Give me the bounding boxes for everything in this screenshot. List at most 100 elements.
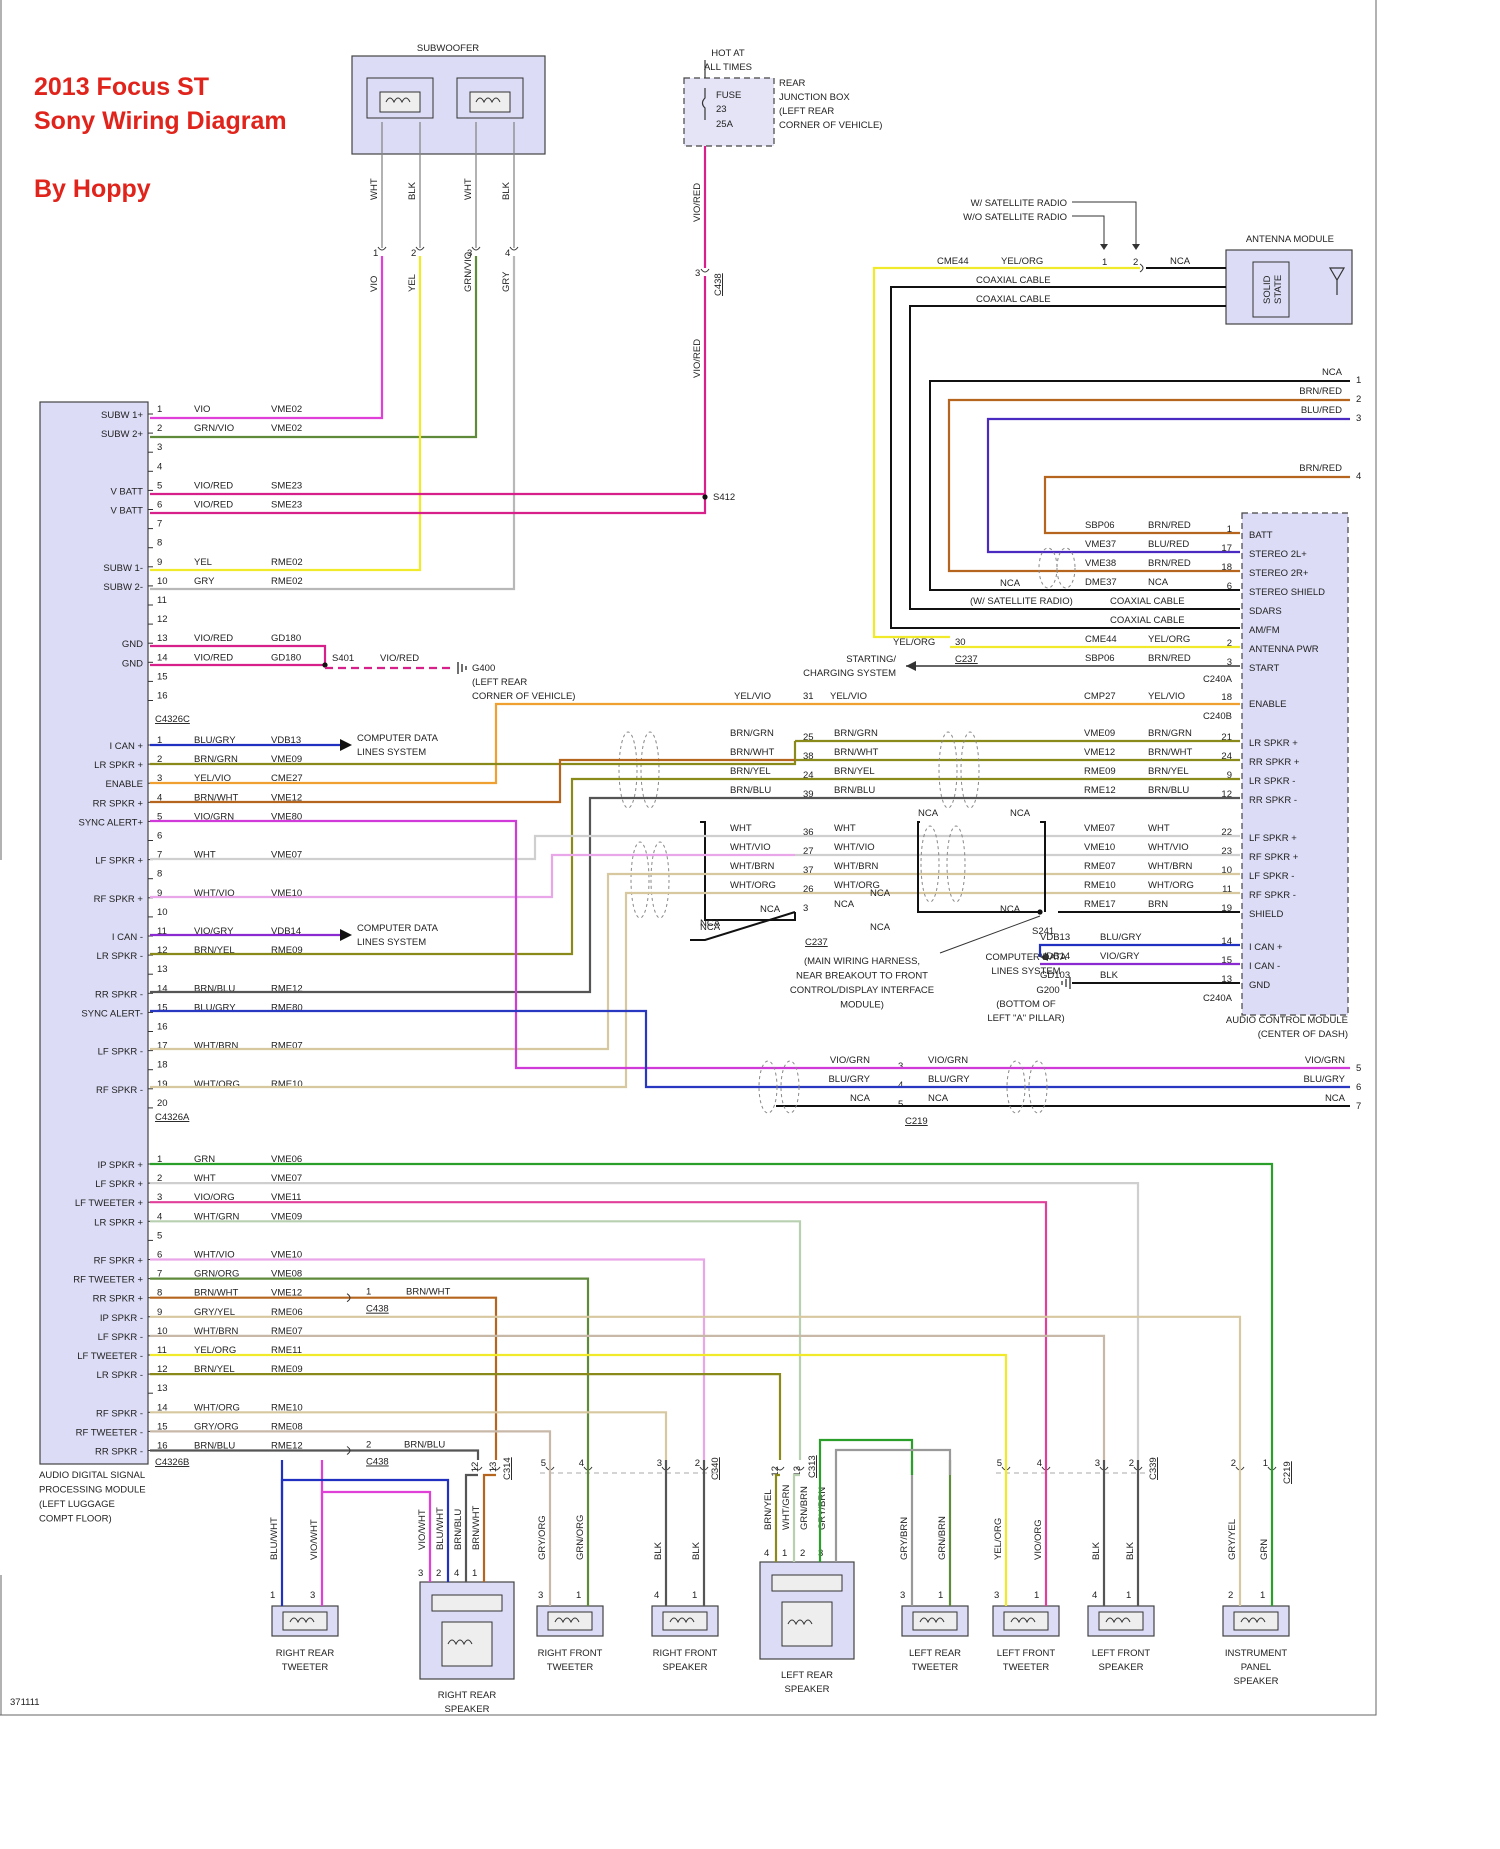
speaker-name: RIGHT FRONT: [538, 1648, 603, 1659]
c219-far-pin: 5: [1356, 1063, 1361, 1074]
twisted-pair-mark: [630, 841, 650, 919]
acm-speaker-color: WHT: [1148, 823, 1170, 834]
c4326c-pin-number: 13: [157, 633, 168, 644]
c4326c-pin-number: 1: [157, 404, 162, 415]
c219-pin: 4: [898, 1080, 903, 1091]
acm-ican-label: I CAN +: [1249, 942, 1283, 953]
antenna-circuit: CME44: [937, 256, 969, 267]
subwoofer-label: SUBWOOFER: [417, 43, 479, 54]
acm-pin-number: 2: [1227, 638, 1232, 649]
big-speaker-wire-color: BLU/WHT: [435, 1507, 446, 1550]
c4326a-pin-label: LF SPKR +: [95, 856, 143, 867]
wire-coax-2: [909, 305, 1240, 610]
c4326b-wire-color: GRN/ORG: [194, 1269, 239, 1280]
c4326b-pin-label: IP SPKR +: [97, 1160, 143, 1171]
speaker-pin: 4: [1092, 1590, 1097, 1601]
dsp-module-name: PROCESSING MODULE: [39, 1485, 146, 1496]
wire-rr-spkr-minus: [150, 796, 795, 994]
twisted-pair-mark: [960, 731, 980, 809]
speaker-name: SPEAKER: [1099, 1662, 1144, 1673]
c313-pin: 12: [770, 1466, 781, 1477]
c4326b-wire-color: YEL/ORG: [194, 1345, 236, 1356]
c240a-label-top: C240A: [1203, 674, 1233, 685]
fuse-label: FUSE: [716, 90, 741, 101]
c4326a-pin-label: LR SPKR -: [97, 951, 143, 962]
acm-wire-color: YEL/ORG: [1148, 634, 1190, 645]
speaker-name: PANEL: [1241, 1662, 1271, 1673]
with-satellite-label: W/ SATELLITE RADIO: [971, 198, 1067, 209]
speaker-pin: 1: [938, 1590, 943, 1601]
twisted-pair-mark: [640, 731, 660, 809]
c4326b-pin-number: 2: [157, 1173, 162, 1184]
c4326a-circuit: VME80: [271, 811, 302, 822]
audio-control-module-box: [1241, 512, 1349, 1016]
dsp-cdl-label-1: LINES SYSTEM: [357, 747, 426, 758]
acm-speaker-pin: 19: [1221, 903, 1232, 914]
c313-label: C313: [807, 1455, 818, 1478]
c237-speaker-color: BRN/YEL: [834, 766, 875, 777]
c314-label: C314: [502, 1457, 513, 1480]
c4326b-pin-number: 6: [157, 1250, 162, 1261]
speaker-pin: 3: [900, 1590, 905, 1601]
c4326c-pin-number: 16: [157, 691, 168, 702]
c4326a-circuit: VDB13: [271, 735, 301, 746]
big-speaker-pin: 1: [472, 1568, 477, 1579]
wire-batt: [1043, 475, 1350, 535]
c438-color-2: BRN/BLU: [404, 1440, 445, 1451]
shield-loop-4: [690, 911, 796, 941]
c4326b-pin-number: 7: [157, 1269, 162, 1280]
coil-icon: [919, 1617, 945, 1624]
coil-icon: [787, 1619, 813, 1626]
acm-pin-number: 6: [1227, 581, 1232, 592]
s412-label: S412: [713, 492, 735, 503]
c4326b-wire-color: WHT/VIO: [194, 1250, 235, 1261]
c4326a-circuit: VME10: [271, 888, 302, 899]
c4326a-pin-number: 19: [157, 1079, 168, 1090]
lr-grnbrn: [818, 1438, 914, 1562]
nca-label: NCA: [700, 922, 721, 933]
c219-label: C219: [905, 1116, 928, 1127]
sheet-border: [0, 0, 1377, 1716]
wire-ip-spkr-minus: [150, 1315, 1242, 1460]
c438-mark-2: [346, 1446, 351, 1455]
c4326a-circuit: RME12: [271, 983, 303, 994]
c237-speaker-color-left: BRN/WHT: [730, 747, 775, 758]
c4326b-pin-number: 4: [157, 1211, 162, 1222]
acm-ican-pin: 13: [1221, 974, 1232, 985]
wire-lf-tweeter-plus: [150, 1201, 1048, 1460]
c4326b-wire-color: VIO/ORG: [194, 1192, 235, 1203]
c438-label-1: C438: [366, 1304, 389, 1315]
c4326a-wire-color: BRN/BLU: [194, 983, 235, 994]
c314-pin: 13: [488, 1462, 499, 1473]
acm-coax-label-2: COAXIAL CABLE: [1110, 615, 1185, 626]
s401-splice-dot: [322, 662, 328, 668]
starting-label: STARTING/: [846, 654, 896, 665]
c237-speaker-pin: 27: [803, 846, 814, 857]
c237-speaker-color: WHT/ORG: [834, 880, 880, 891]
enable-wire-color-left: YEL/VIO: [734, 691, 771, 702]
c4326b-pin-number: 5: [157, 1230, 162, 1241]
wire-rf-tweeter-plus: [150, 1277, 590, 1460]
c4326a-pin-label: ENABLE: [106, 779, 144, 790]
bottom-connector-mark: [491, 1466, 501, 1471]
wire-antenna-power: [872, 266, 1140, 639]
wire-lr-spkr-minus: [150, 777, 795, 956]
speaker-name: RIGHT REAR: [276, 1648, 335, 1659]
c4326b-circuit: RME09: [271, 1364, 303, 1375]
acm-circuit: VME38: [1085, 558, 1116, 569]
c4326c-wire-color: VIO/RED: [194, 633, 233, 644]
speaker-name: TWEETER: [912, 1662, 959, 1673]
acm-pin-label: STEREO 2L+: [1249, 549, 1307, 560]
start-arrow: [906, 661, 916, 671]
stereo-twisted-mark-2: [1056, 547, 1076, 589]
c4326a-pin-label: RF SPKR +: [94, 894, 144, 905]
acm-speaker-circuit: RME17: [1084, 899, 1116, 910]
coax-cable-label-2: COAXIAL CABLE: [976, 294, 1051, 305]
twisted-pair-mark: [618, 731, 638, 809]
g200-location: LEFT "A" PILLAR): [987, 1013, 1064, 1024]
g400-label: G400: [472, 663, 495, 674]
c340-pin: 2: [695, 1458, 700, 1469]
speaker-name: TWEETER: [1003, 1662, 1050, 1673]
coil-icon: [447, 1639, 473, 1646]
c4326b-circuit: VME06: [271, 1154, 302, 1165]
